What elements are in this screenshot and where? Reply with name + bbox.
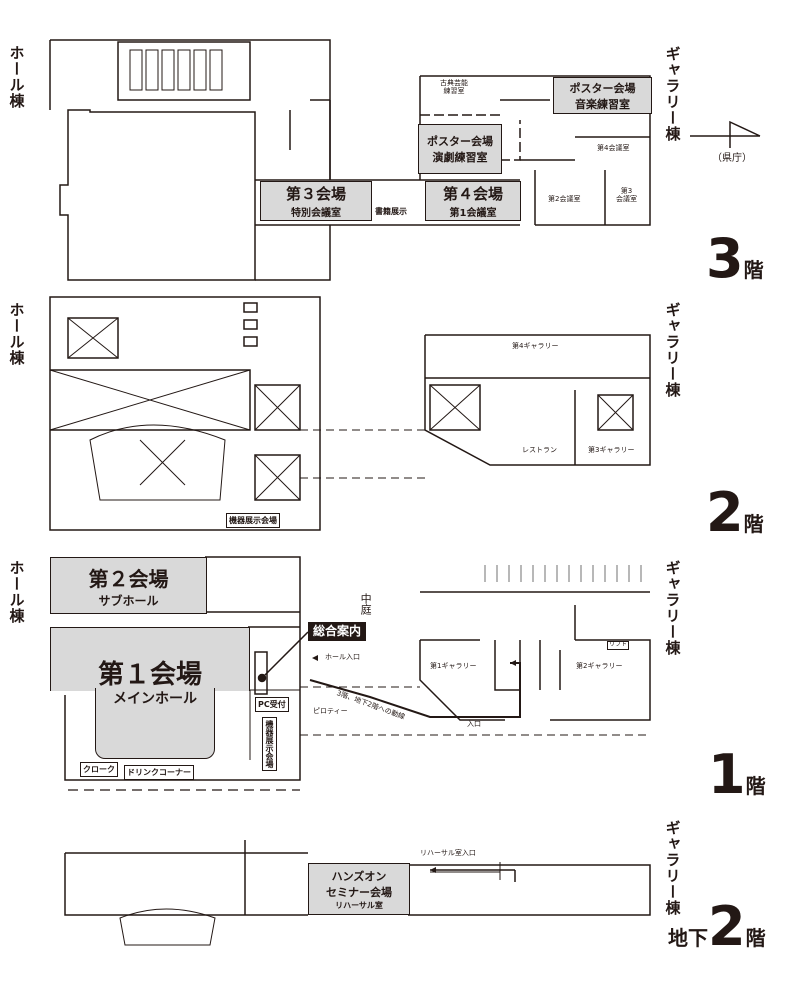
venue-2[interactable]: 第２会場サブホール: [50, 557, 207, 614]
hall-wing-label-2f: ホール棟: [7, 302, 26, 366]
f1-hall-outline: [64, 556, 301, 781]
floor-label-1f: 1階: [708, 743, 766, 806]
floor-label-b2: 地下2階: [668, 895, 766, 958]
f1-piloti-lines: [300, 686, 650, 736]
gallery-wing-label-1f: ギャラリー棟: [663, 560, 682, 656]
gallery-wing-label-b2: ギャラリー棟: [663, 820, 682, 916]
f3-direction-flag: [690, 120, 761, 148]
gallery-wing-label-3f: ギャラリー棟: [663, 46, 682, 142]
pc-reception: PC受付: [255, 697, 289, 712]
route-arrow: [309, 662, 521, 718]
f2-gallery-outline: [424, 334, 651, 466]
hall-entrance: ホール入口: [325, 653, 360, 661]
hall-wing-label-1f: ホール棟: [7, 560, 26, 624]
info-pointer-dot: [257, 673, 267, 683]
restaurant: レストラン: [522, 446, 557, 454]
f3-hall-outline: [49, 39, 520, 281]
info-pointer: [261, 631, 309, 679]
courtyard: 中庭: [359, 593, 373, 615]
hands-on-seminar-venue[interactable]: ハンズオンセミナー会場リハーサル室: [308, 863, 410, 915]
piloti: ピロティー: [313, 707, 348, 715]
general-information[interactable]: 総合案内: [308, 622, 367, 642]
venue-1[interactable]: 第１会場: [50, 627, 250, 691]
venue-3[interactable]: 第３会場特別会議室: [260, 181, 372, 221]
venue-1-lower: メインホール: [95, 688, 215, 759]
floor-label-2f: 2階: [706, 481, 764, 544]
b2-route-arrow: [430, 869, 516, 882]
gallery-entrance: 入口: [467, 720, 481, 728]
rehearsal-room-entrance: リハーサル室入口: [420, 849, 476, 857]
classical-arts-room: 古典芸能練習室: [440, 79, 468, 95]
gallery-4: 第4ギャラリー: [512, 342, 559, 350]
conference-room-2: 第2会議室: [548, 195, 581, 203]
gallery-wing-label-2f: ギャラリー棟: [663, 302, 682, 398]
gallery-2: 第2ギャラリー: [576, 662, 623, 670]
hall-wing-label-3f: ホール棟: [7, 45, 26, 109]
floor-label-3f: 3階: [706, 227, 764, 290]
equipment-exhibit-1f: 機器展示会場: [262, 717, 277, 771]
drink-corner: ドリンクコーナー: [124, 765, 194, 780]
gallery-3: 第3ギャラリー: [588, 446, 635, 454]
f1-ticks: [484, 565, 642, 582]
book-exhibit: 書籍展示: [375, 207, 407, 216]
venue-4[interactable]: 第４会場第1会議室: [425, 181, 521, 221]
lift: リフト: [607, 641, 630, 650]
f2-bridge-lines: [300, 429, 425, 479]
cloakroom: クローク: [80, 762, 118, 777]
poster-drama-room[interactable]: ポスター会場演劇練習室: [418, 124, 502, 174]
poster-music-room[interactable]: ポスター会場音楽練習室: [553, 77, 652, 114]
conference-room-4: 第4会議室: [597, 144, 630, 152]
f1-gallery-outline: [419, 591, 651, 721]
gallery-1: 第1ギャラリー: [430, 662, 477, 670]
prefecture-direction: （県庁）: [712, 153, 752, 164]
equipment-exhibit-2f: 機器展示会場: [226, 513, 280, 528]
f2-hall-outline: [49, 296, 321, 531]
